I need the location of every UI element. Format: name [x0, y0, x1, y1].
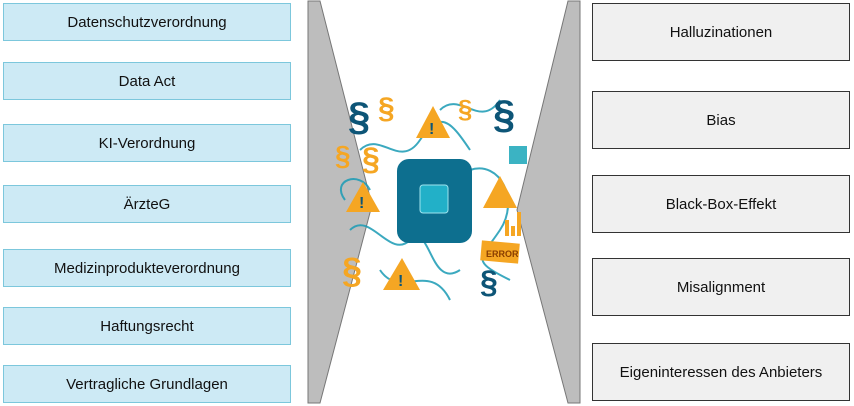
legal-item-aerzteg: ÄrzteG: [3, 185, 291, 223]
legal-item-datenschutz: Datenschutzverordnung: [3, 3, 291, 41]
right-funnel: [516, 0, 581, 404]
risk-item-halluzinationen: Halluzinationen: [592, 3, 850, 61]
legal-item-ki-verordnung: KI-Verordnung: [3, 124, 291, 162]
section-icon: §: [342, 250, 362, 291]
legal-item-data-act: Data Act: [3, 62, 291, 100]
error-badge: ERROR: [480, 240, 520, 264]
section-icon: §: [362, 141, 380, 177]
section-icon: §: [335, 140, 351, 171]
left-funnel: [307, 0, 373, 404]
section-icon: §: [348, 95, 370, 139]
legal-item-haftungsrecht: Haftungsrecht: [3, 307, 291, 345]
svg-text:!: !: [429, 121, 434, 138]
bar-chart-icon: [505, 212, 521, 236]
svg-text:!: !: [359, 195, 364, 212]
risk-item-bias: Bias: [592, 91, 850, 149]
svg-text:ERROR: ERROR: [486, 249, 519, 259]
warning-icon: !: [416, 106, 450, 138]
section-icon: §: [493, 93, 515, 137]
risk-item-misalignment: Misalignment: [592, 258, 850, 316]
section-icon: §: [378, 92, 395, 125]
section-icon: §: [480, 264, 498, 300]
legal-item-vertraege: Vertragliche Grundlagen: [3, 365, 291, 403]
section-icon: §: [458, 94, 472, 124]
risk-item-eigeninteressen: Eigeninteressen des Anbieters: [592, 343, 850, 401]
warning-icon: [483, 176, 517, 208]
document-icon: [509, 146, 527, 164]
svg-text:!: !: [398, 273, 403, 290]
risk-item-black-box: Black-Box-Effekt: [592, 175, 850, 233]
legal-item-mdr: Medizinprodukteverordnung: [3, 249, 291, 287]
warning-icon: !: [346, 182, 380, 212]
warning-icon: !: [383, 258, 420, 290]
